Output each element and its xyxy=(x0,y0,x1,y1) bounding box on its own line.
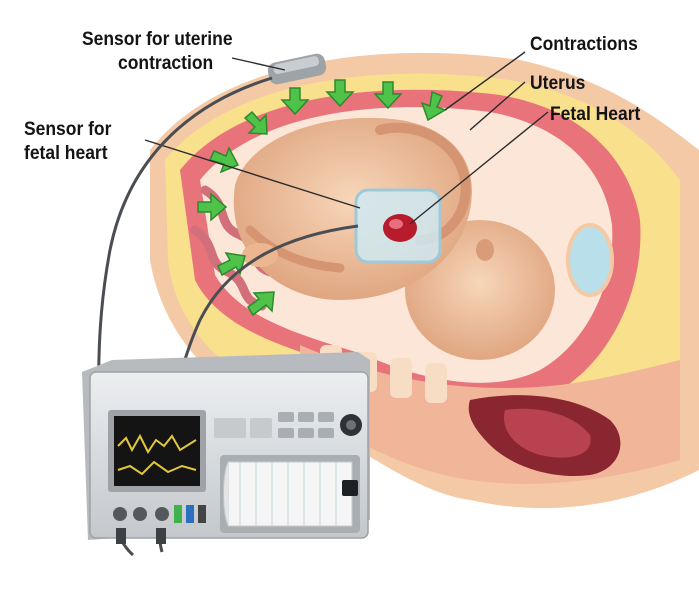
label-contractions: Contractions xyxy=(530,33,638,56)
label-fetal-heart: Fetal Heart xyxy=(550,103,640,126)
ultrasound-transducer-icon xyxy=(356,190,440,262)
label-fetal-sensor-line1: Sensor for xyxy=(24,118,111,141)
label-uterine-sensor-line1: Sensor for uterine xyxy=(82,28,233,51)
label-uterus: Uterus xyxy=(530,72,585,95)
monitor-screen xyxy=(114,416,200,486)
paper-chart xyxy=(228,462,352,526)
fetal-monitor xyxy=(82,352,370,544)
bladder xyxy=(568,225,612,295)
label-uterine-sensor-line2: contraction xyxy=(118,52,213,75)
label-fetal-sensor-line2: fetal heart xyxy=(24,142,108,165)
